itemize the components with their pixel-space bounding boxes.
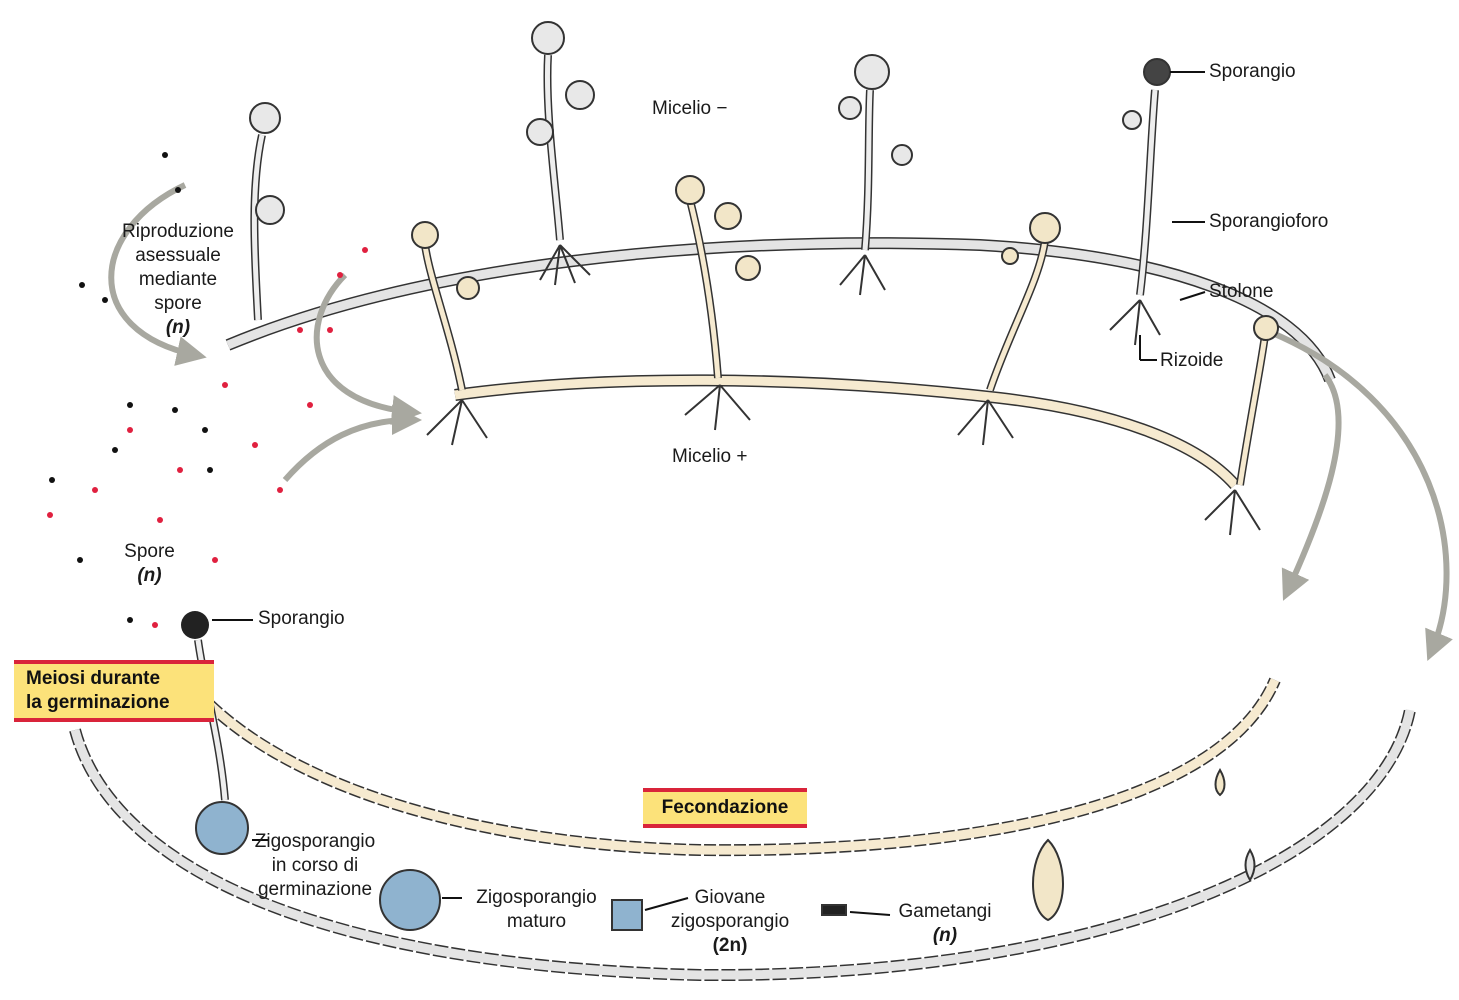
label-sporangio-bottom: Sporangio bbox=[258, 608, 345, 629]
label-spore: Spore (n) bbox=[112, 540, 187, 588]
label-rizoide: Rizoide bbox=[1160, 350, 1224, 371]
minus-sporangiophores bbox=[249, 21, 1171, 321]
label-sporangioforo: Sporangioforo bbox=[1209, 211, 1329, 232]
fecondazione-box: Fecondazione bbox=[643, 788, 807, 828]
spore-ploidy: (n) bbox=[137, 565, 162, 586]
zigo-germ-line-3: germinazione bbox=[257, 879, 373, 900]
gametangi-line-1: Gametangi bbox=[898, 901, 992, 922]
label-giovane-zigosporangio: Giovane zigosporangio (2n) bbox=[655, 886, 805, 958]
meiosi-line-1: Meiosi durante bbox=[26, 668, 161, 689]
zigo-germ-line-2: in corso di bbox=[271, 855, 359, 876]
riproduzione-line-1: Riproduzione bbox=[122, 221, 234, 242]
spore-line-1: Spore bbox=[124, 541, 175, 562]
meiosi-box: Meiosi durante la germinazione bbox=[14, 660, 214, 722]
rhizoids bbox=[426, 244, 1261, 536]
cycle-arrows bbox=[108, 182, 1453, 662]
label-zigo-germinazione: Zigosporangio in corso di germinazione bbox=[240, 830, 390, 902]
riproduzione-line-4: spore bbox=[154, 293, 202, 314]
label-micelio-plus: Micelio + bbox=[672, 446, 748, 467]
label-zigo-maturo: Zigosporangio maturo bbox=[464, 886, 609, 934]
zygosporangia bbox=[195, 768, 1256, 931]
giovane-line-2: zigosporangio bbox=[670, 911, 790, 932]
label-sporangio-top: Sporangio bbox=[1209, 61, 1296, 82]
riproduzione-line-3: mediante bbox=[138, 269, 218, 290]
riproduzione-ploidy: (n) bbox=[165, 317, 191, 338]
plus-sporangiophores bbox=[411, 175, 1279, 486]
zigo-germ-line-1: Zigosporangio bbox=[254, 831, 376, 852]
zigo-maturo-line-2: maturo bbox=[506, 911, 567, 932]
gametangi-ploidy: (n) bbox=[932, 925, 958, 946]
plus-stolon bbox=[205, 374, 1281, 857]
label-stolone: Stolone bbox=[1209, 281, 1274, 302]
riproduzione-line-2: asessuale bbox=[135, 245, 221, 266]
label-gametangi: Gametangi (n) bbox=[890, 900, 1000, 948]
giovane-line-1: Giovane bbox=[694, 887, 766, 908]
giovane-ploidy: (2n) bbox=[712, 935, 748, 956]
zigo-maturo-line-1: Zigosporangio bbox=[476, 887, 597, 908]
minus-stolon bbox=[69, 237, 1416, 982]
label-riproduzione: Riproduzione asessuale mediante spore (n… bbox=[108, 220, 248, 340]
leader-lines bbox=[212, 71, 1206, 916]
spores bbox=[47, 152, 368, 628]
label-micelio-minus: Micelio − bbox=[652, 98, 728, 119]
meiosi-line-2: la germinazione bbox=[26, 692, 170, 713]
